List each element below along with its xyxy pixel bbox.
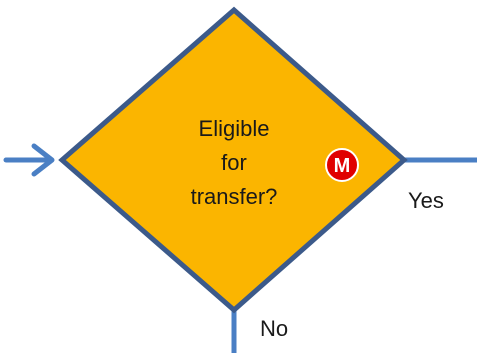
- decision-diamond: [58, 6, 408, 314]
- yes-label: Yes: [408, 188, 444, 213]
- m-badge-letter: M: [334, 155, 351, 177]
- decision-text-line-2: for: [221, 150, 247, 175]
- decision-text-line-1: Eligible: [199, 116, 270, 141]
- no-label: No: [260, 316, 288, 341]
- arrowhead-icon: [31, 143, 55, 177]
- m-badge-circle: [325, 148, 359, 182]
- decision-text-line-3: transfer?: [191, 184, 278, 209]
- incoming-arrow: [3, 143, 55, 177]
- m-badge-icon: M: [325, 148, 359, 182]
